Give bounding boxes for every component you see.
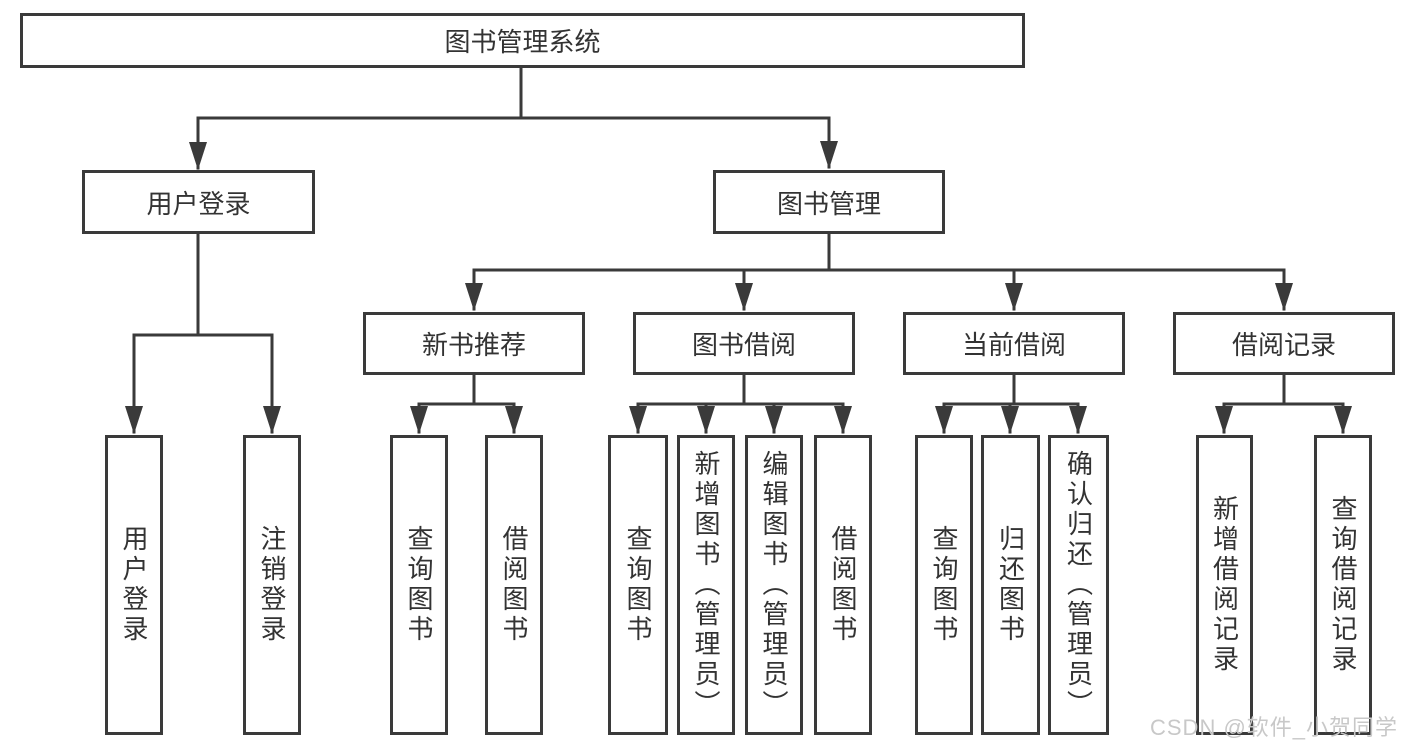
leaf-borrow-books-2: 借阅图书 bbox=[814, 435, 872, 735]
branch-new-book-recommend: 新书推荐 bbox=[363, 312, 585, 375]
branch-book-management-label: 图书管理 bbox=[776, 188, 881, 219]
leaf-logout-label: 注销登录 bbox=[257, 525, 287, 645]
watermark: CSDN @软件_小贺同学 bbox=[1150, 715, 1399, 740]
leaf-query-books-2: 查询图书 bbox=[608, 435, 668, 735]
leaf-query-borrow-record: 查询借阅记录 bbox=[1314, 435, 1372, 735]
leaf-add-borrow-record: 新增借阅记录 bbox=[1196, 435, 1253, 735]
leaf-borrow-books-1: 借阅图书 bbox=[485, 435, 543, 735]
branch-borrow-records: 借阅记录 bbox=[1173, 312, 1395, 375]
leaf-query-books-1-label: 查询图书 bbox=[404, 525, 434, 645]
leaf-user-login: 用户登录 bbox=[105, 435, 163, 735]
leaf-logout: 注销登录 bbox=[243, 435, 301, 735]
branch-current-borrow: 当前借阅 bbox=[903, 312, 1125, 375]
leaf-user-login-label: 用户登录 bbox=[119, 525, 149, 645]
root-box: 图书管理系统 bbox=[20, 13, 1025, 68]
leaf-edit-book-admin-label: 编辑图书（管理员） bbox=[759, 450, 789, 720]
leaf-borrow-books-1-label: 借阅图书 bbox=[499, 525, 529, 645]
leaf-return-books-label: 归还图书 bbox=[995, 525, 1026, 645]
leaf-confirm-return-admin: 确认归还（管理员） bbox=[1048, 435, 1109, 735]
leaf-query-books-3-label: 查询图书 bbox=[929, 525, 959, 645]
branch-user-login-label: 用户登录 bbox=[146, 188, 251, 219]
leaf-add-book-admin-label: 新增图书（管理员） bbox=[691, 450, 721, 720]
leaf-query-books-1: 查询图书 bbox=[390, 435, 448, 735]
leaf-query-books-3: 查询图书 bbox=[915, 435, 973, 735]
branch-book-borrow-label: 图书借阅 bbox=[691, 330, 796, 360]
leaf-return-books: 归还图书 bbox=[981, 435, 1040, 735]
leaf-add-book-admin: 新增图书（管理员） bbox=[677, 435, 735, 735]
branch-new-book-recommend-label: 新书推荐 bbox=[421, 330, 526, 360]
leaf-confirm-return-admin-label: 确认归还（管理员） bbox=[1063, 450, 1094, 720]
leaf-edit-book-admin: 编辑图书（管理员） bbox=[745, 435, 803, 735]
leaf-borrow-books-2-label: 借阅图书 bbox=[828, 525, 858, 645]
branch-current-borrow-label: 当前借阅 bbox=[961, 330, 1066, 360]
leaf-query-books-2-label: 查询图书 bbox=[623, 525, 653, 645]
branch-borrow-records-label: 借阅记录 bbox=[1231, 330, 1336, 360]
branch-book-borrow: 图书借阅 bbox=[633, 312, 855, 375]
leaf-query-borrow-record-label: 查询借阅记录 bbox=[1328, 495, 1358, 675]
branch-book-management: 图书管理 bbox=[713, 170, 945, 234]
root-label: 图书管理系统 bbox=[444, 27, 601, 57]
leaf-add-borrow-record-label: 新增借阅记录 bbox=[1209, 495, 1240, 675]
branch-user-login: 用户登录 bbox=[82, 170, 315, 234]
